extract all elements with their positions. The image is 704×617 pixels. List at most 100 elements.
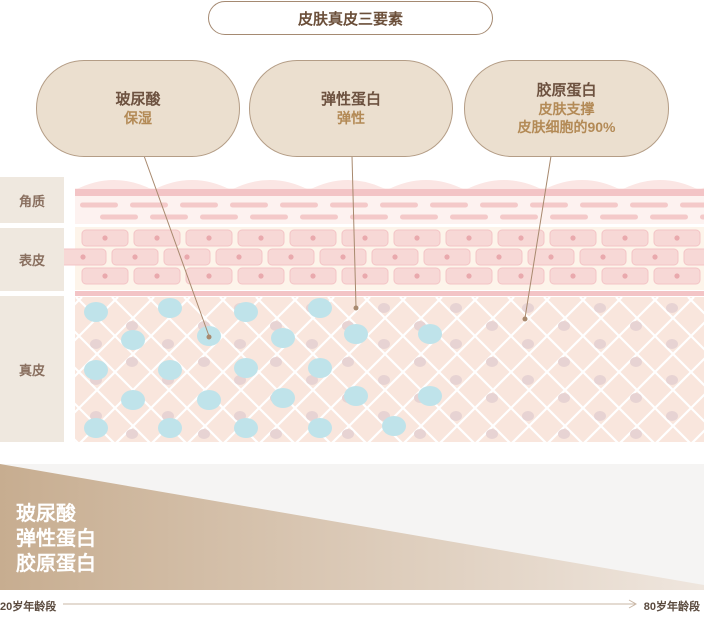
cell-nucleus [102, 235, 108, 241]
layer-label-corneum: 角质 [0, 177, 64, 223]
collagen-fiber [75, 297, 119, 342]
hyaluronic-droplet [271, 328, 295, 348]
bubble-line: 弹性 [337, 109, 365, 126]
corneum-cell [130, 202, 168, 208]
decline-wedge [0, 464, 704, 590]
corneum-cell [200, 214, 238, 220]
hyaluronic-droplet [234, 358, 258, 378]
corneum-cell [550, 214, 588, 220]
hyaluronic-droplet [308, 358, 332, 378]
collagen-node [342, 357, 354, 367]
corneum-cell [430, 202, 468, 208]
cell-nucleus [154, 235, 160, 241]
collagen-node [378, 339, 390, 349]
dermis-layer [75, 291, 704, 442]
cell-nucleus [570, 235, 576, 241]
collagen-node [666, 411, 678, 421]
collagen-node [450, 339, 462, 349]
collagen-fiber [655, 393, 704, 442]
collagen-fiber [547, 297, 695, 442]
collagen-node [450, 303, 462, 313]
collagen-node [234, 339, 246, 349]
cell-nucleus [184, 254, 190, 260]
bubble-collagen: 胶原蛋白 皮肤支撑 皮肤细胞的90% [464, 60, 669, 157]
collagen-fiber [115, 297, 263, 442]
decline-item: 玻尿酸 [16, 503, 76, 525]
corneum-cell [600, 214, 638, 220]
cell-nucleus [622, 273, 628, 279]
cell-nucleus [362, 273, 368, 279]
cell-nucleus [340, 254, 346, 260]
collagen-node [270, 357, 282, 367]
corneum-cell [400, 214, 438, 220]
collagen-node [450, 411, 462, 421]
decline-item: 弹性蛋白 [16, 528, 96, 550]
cell-nucleus [466, 273, 472, 279]
bubble-elastin: 弹性蛋白 弹性 [249, 60, 453, 157]
corneum-cell [230, 202, 268, 208]
collagen-node [450, 375, 462, 385]
bubble-hyaluronic-acid: 玻尿酸 保湿 [36, 60, 240, 157]
hyaluronic-droplet [121, 330, 145, 350]
corneum-cell [80, 202, 118, 208]
bubble-line: 保湿 [124, 109, 152, 126]
pointer-dots [206, 305, 528, 340]
cell-nucleus [570, 273, 576, 279]
hyaluronic-droplet [382, 416, 406, 436]
hyaluronic-droplet [158, 418, 182, 438]
corneum-cell [100, 214, 138, 220]
corneum-cell [530, 202, 568, 208]
corneum-cell [350, 214, 388, 220]
cell-nucleus [392, 254, 398, 260]
cell-nucleus [518, 273, 524, 279]
hyaluronic-droplet [84, 418, 108, 438]
corneum-cell [380, 202, 418, 208]
collagen-fiber [187, 297, 335, 442]
hyaluronic-droplet [344, 324, 368, 344]
corneum-cell [580, 202, 618, 208]
cell-nucleus [548, 254, 554, 260]
collagen-fiber [583, 321, 704, 442]
corneum-cell [700, 214, 704, 220]
hyaluronic-droplet [418, 324, 442, 344]
corneum-cell [180, 202, 218, 208]
cell-nucleus [132, 254, 138, 260]
pointer-lines [142, 152, 552, 337]
epidermis-cell [683, 248, 704, 266]
collagen-node [522, 303, 534, 313]
hyaluronic-droplet [271, 388, 295, 408]
bubble-line: 皮肤细胞的90% [517, 118, 616, 135]
decline-chart-labels: 玻尿酸 弹性蛋白 胶原蛋白 [16, 502, 96, 577]
bubble-line: 皮肤支撑 [538, 100, 595, 117]
hyaluronic-droplet [84, 360, 108, 380]
collagen-node [126, 429, 138, 439]
corneum-cell [630, 202, 668, 208]
corneum-cell [480, 202, 518, 208]
collagen-node [594, 411, 606, 421]
collagen-fiber [75, 297, 191, 414]
collagen-node [522, 339, 534, 349]
collagen-node [414, 429, 426, 439]
cell-nucleus [206, 273, 212, 279]
cell-nucleus [414, 235, 420, 241]
hyaluronic-droplet [197, 390, 221, 410]
collagen-node [594, 339, 606, 349]
page-title: 皮肤真皮三要素 [208, 1, 493, 35]
collagen-node [342, 429, 354, 439]
collagen-node [486, 393, 498, 403]
cell-nucleus [414, 273, 420, 279]
cell-nucleus [674, 235, 680, 241]
corneum-cell [450, 214, 488, 220]
cell-nucleus [102, 273, 108, 279]
collagen-fiber [259, 297, 407, 442]
hyaluronic-droplet [234, 418, 258, 438]
decline-item: 胶原蛋白 [16, 553, 96, 575]
collagen-node [486, 321, 498, 331]
collagen-node [306, 339, 318, 349]
hyaluronic-droplet [234, 302, 258, 322]
hyaluronic-droplet [308, 298, 332, 318]
cell-nucleus [310, 273, 316, 279]
collagen-fiber [475, 297, 623, 442]
bubble-title: 玻尿酸 [115, 90, 161, 108]
collagen-fiber [619, 357, 704, 442]
